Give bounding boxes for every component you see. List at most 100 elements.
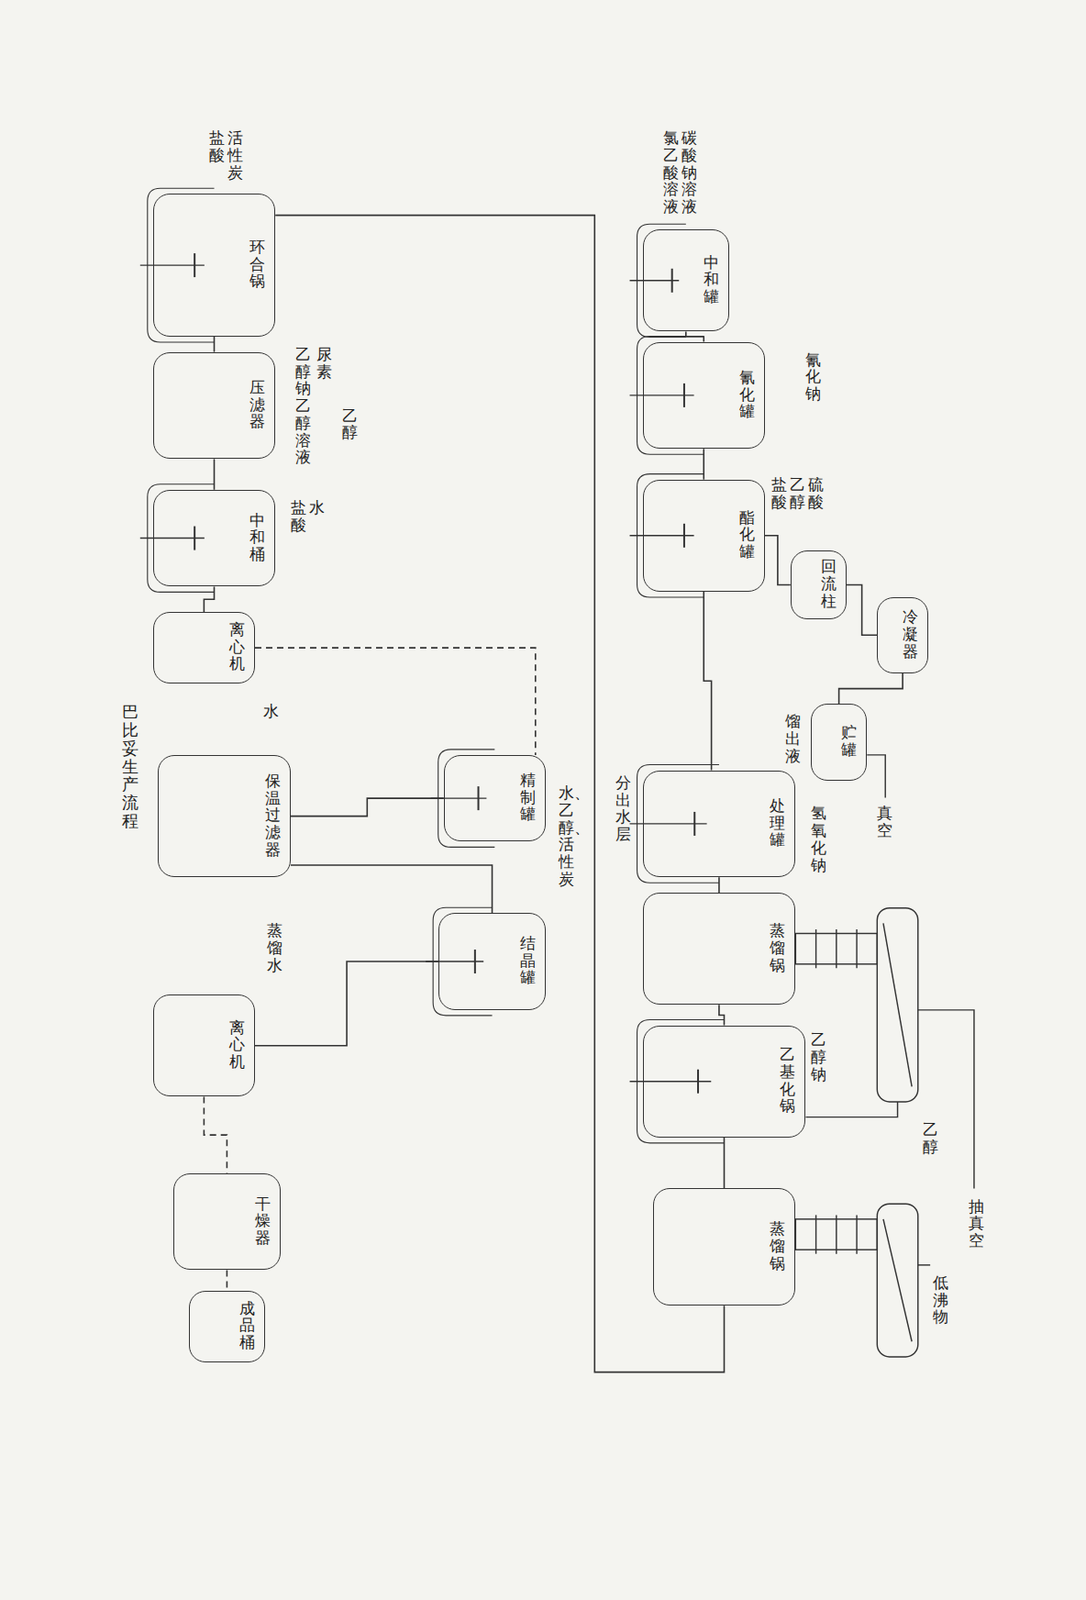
vessel: 环合锅	[153, 193, 276, 337]
vessel-label: 中和罐	[703, 254, 720, 307]
vessel: 保温过滤器	[157, 754, 291, 877]
stream-label: 蒸馏水	[266, 922, 283, 975]
vessel-jacket	[438, 749, 496, 848]
stream-label: 乙醇钠	[810, 1031, 827, 1084]
vessel-label-group: 精制罐	[520, 772, 536, 824]
vessel: 压滤器	[153, 352, 276, 460]
vessel: 离心机	[153, 994, 255, 1097]
pipe	[839, 673, 904, 704]
stream-label: 水	[309, 499, 325, 518]
agitator-blade	[477, 786, 480, 810]
vessel-label-group: 环合锅	[249, 239, 266, 291]
stream-label: 氢氧化钠	[810, 805, 827, 875]
agitator	[431, 749, 496, 848]
vessel-jacket	[637, 474, 705, 598]
vessel-jacket	[637, 336, 705, 455]
vessel: 中和桶	[153, 489, 276, 588]
pipe	[723, 1137, 726, 1189]
stream-label: 乙醇	[789, 476, 806, 511]
vessel-label-group: 氰化罐	[739, 369, 755, 422]
stream-label: 水、乙醇、活性炭	[558, 785, 575, 888]
pipe	[203, 1096, 227, 1173]
vessel: 蒸馏锅	[653, 1187, 797, 1306]
column-tray	[815, 929, 817, 968]
pipe	[290, 864, 493, 913]
agitator-blade	[693, 811, 696, 836]
agitator	[425, 907, 492, 1016]
outlet-line	[918, 1263, 931, 1265]
vessel-label: 精制罐	[520, 772, 536, 824]
agitator	[630, 474, 705, 598]
vessel-label: 离心机	[229, 1019, 245, 1072]
stream-label: 抽真空	[968, 1198, 985, 1251]
vessel-label: 结晶罐	[520, 935, 536, 987]
vessel-label: 环合锅	[249, 239, 266, 291]
stream-label: 盐酸	[771, 476, 787, 511]
agitator-blade	[671, 268, 674, 293]
stream-label: 馏出液	[785, 713, 801, 765]
vessel: 回流柱	[790, 550, 847, 619]
pipe	[846, 585, 877, 636]
pipe	[254, 961, 439, 1046]
vessel-label-group: 回流柱	[820, 558, 837, 610]
vessel-label-group: 乙基化锅	[779, 1046, 796, 1116]
vessel: 酯化罐	[642, 479, 765, 592]
agitator-blade	[474, 949, 477, 974]
column-tray	[835, 929, 837, 968]
vessel: 氰化罐	[642, 342, 765, 450]
vessel-label-group: 压滤器	[249, 379, 266, 432]
stream-label: 乙醇	[342, 408, 358, 443]
vessel-jacket	[432, 907, 492, 1016]
vessel: 成品桶	[188, 1290, 266, 1363]
column-tray	[815, 1214, 817, 1253]
pipe	[290, 797, 444, 816]
stream-label: 水	[263, 703, 279, 721]
condenser-coil	[883, 1218, 912, 1341]
vessel-jacket	[147, 188, 215, 343]
vessel-label: 离心机	[229, 621, 245, 674]
vacuum-line	[918, 1009, 975, 1189]
pipe	[213, 458, 216, 489]
vessel-label: 冷凝器	[902, 609, 919, 661]
pipe	[203, 586, 214, 612]
vessel-label: 处理罐	[769, 797, 786, 850]
agitator-blade	[193, 526, 196, 551]
vessel-label: 中和桶	[249, 512, 266, 565]
vessel-label: 保温过滤器	[265, 773, 281, 859]
stream-label: 乙醇	[922, 1121, 939, 1156]
vessel-jacket	[637, 223, 687, 337]
caption: 巴比妥生产流程	[121, 703, 139, 832]
vessel-label: 氰化罐	[739, 369, 755, 422]
vessel: 离心机	[153, 611, 255, 684]
vessel-label-group: 结晶罐	[520, 935, 536, 987]
agitator	[630, 223, 687, 337]
agitator-blade	[683, 383, 686, 408]
pipe	[213, 336, 216, 353]
vessel-label-group: 成品桶	[239, 1300, 255, 1352]
stream-label: 盐酸	[290, 499, 307, 534]
vacuum-line	[866, 754, 886, 798]
column-tray	[855, 1214, 857, 1253]
vessel: 干燥器	[173, 1173, 281, 1271]
vessel-label-group: 处理罐	[769, 797, 786, 850]
vessel-label: 压滤器	[249, 379, 266, 432]
vessel-jacket	[637, 764, 720, 884]
vessel-label: 蒸馏锅	[769, 1220, 786, 1273]
stream-label: 活性炭	[227, 130, 244, 182]
vessel-label: 蒸馏锅	[769, 922, 786, 975]
vessel-label: 回流柱	[820, 558, 837, 610]
condenser-coil	[883, 922, 912, 1086]
agitator-blade	[193, 253, 196, 278]
stream-label: 盐酸	[209, 130, 225, 165]
vessel-label-group: 中和桶	[249, 512, 266, 565]
pipe	[764, 535, 791, 586]
vessel-label-group: 蒸馏锅	[769, 922, 786, 975]
condenser	[876, 908, 918, 1102]
vessel-label: 干燥器	[254, 1196, 271, 1248]
stream-label: 乙醇钠乙醇溶液	[295, 346, 311, 467]
column-tray	[835, 1214, 837, 1253]
vessel-jacket	[147, 484, 215, 593]
